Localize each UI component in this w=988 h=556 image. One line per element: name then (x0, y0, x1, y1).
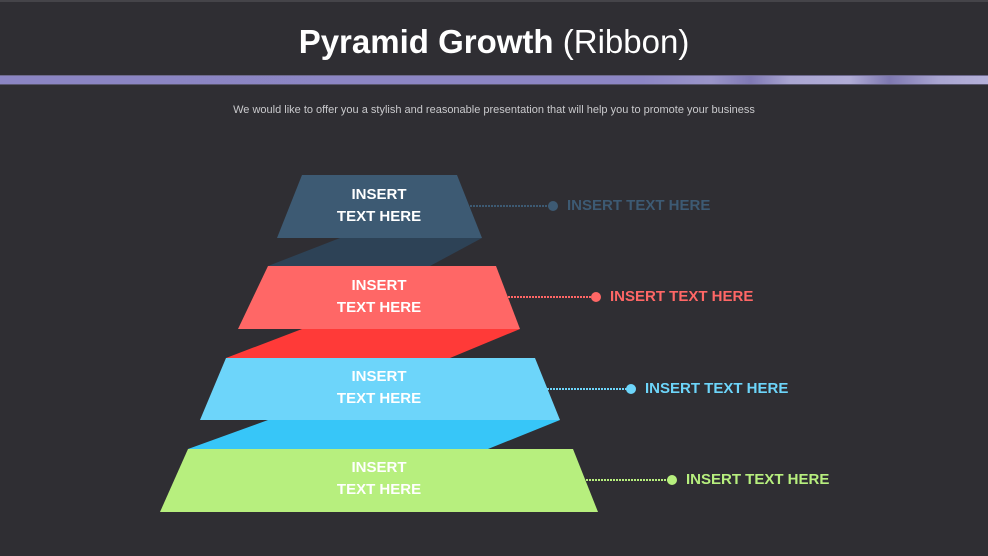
tier-1-label: INSERT TEXT HERE (309, 184, 449, 228)
ribbon-2 (226, 329, 520, 358)
side-label-3: INSERT TEXT HERE (645, 380, 789, 397)
tier-3-line1: INSERT (351, 368, 407, 385)
ribbon-3 (188, 420, 560, 449)
tier-2-face[interactable] (238, 266, 520, 329)
title-main: Pyramid Growth (298, 23, 554, 60)
side-label-4: INSERT TEXT HERE (686, 471, 830, 488)
side-label-1: INSERT TEXT HERE (567, 197, 711, 214)
slide-title: Pyramid Growth (Ribbon) (0, 22, 988, 62)
tier-4-line1: INSERT (351, 459, 407, 476)
tier-4-face[interactable] (160, 449, 598, 512)
tier-1-line1: INSERT (351, 186, 407, 203)
connector-dot-1 (548, 201, 558, 211)
tier-4-label: INSERT TEXT HERE (309, 457, 449, 501)
ribbon-1 (268, 238, 482, 266)
decorative-band (0, 75, 988, 85)
title-suffix: (Ribbon) (562, 23, 690, 60)
connector-dot-4 (667, 475, 677, 485)
connector-dot-2 (591, 292, 601, 302)
side-label-2: INSERT TEXT HERE (610, 288, 754, 305)
connector-dot-3 (626, 384, 636, 394)
tier-1-face[interactable] (277, 175, 482, 238)
tier-2-line2: TEXT HERE (336, 299, 422, 316)
tier-1-line2: TEXT HERE (336, 208, 422, 225)
tier-3-line2: TEXT HERE (336, 390, 422, 407)
tier-3-label: INSERT TEXT HERE (309, 366, 449, 410)
tier-4-line2: TEXT HERE (336, 481, 422, 498)
tier-2-line1: INSERT (351, 277, 407, 294)
tier-2-label: INSERT TEXT HERE (309, 275, 449, 319)
top-border (0, 0, 988, 2)
tier-3-face[interactable] (200, 358, 560, 420)
slide-subtitle: We would like to offer you a stylish and… (233, 104, 755, 116)
